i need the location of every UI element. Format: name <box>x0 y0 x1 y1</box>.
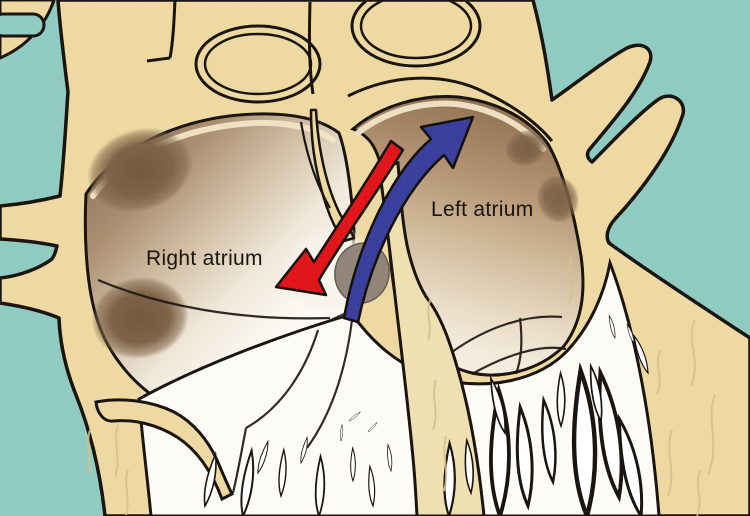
top-left-vessel-notch <box>0 12 46 38</box>
right-atrium-label: Right atrium <box>146 247 263 270</box>
left-atrium-label: Left atrium <box>431 198 534 221</box>
